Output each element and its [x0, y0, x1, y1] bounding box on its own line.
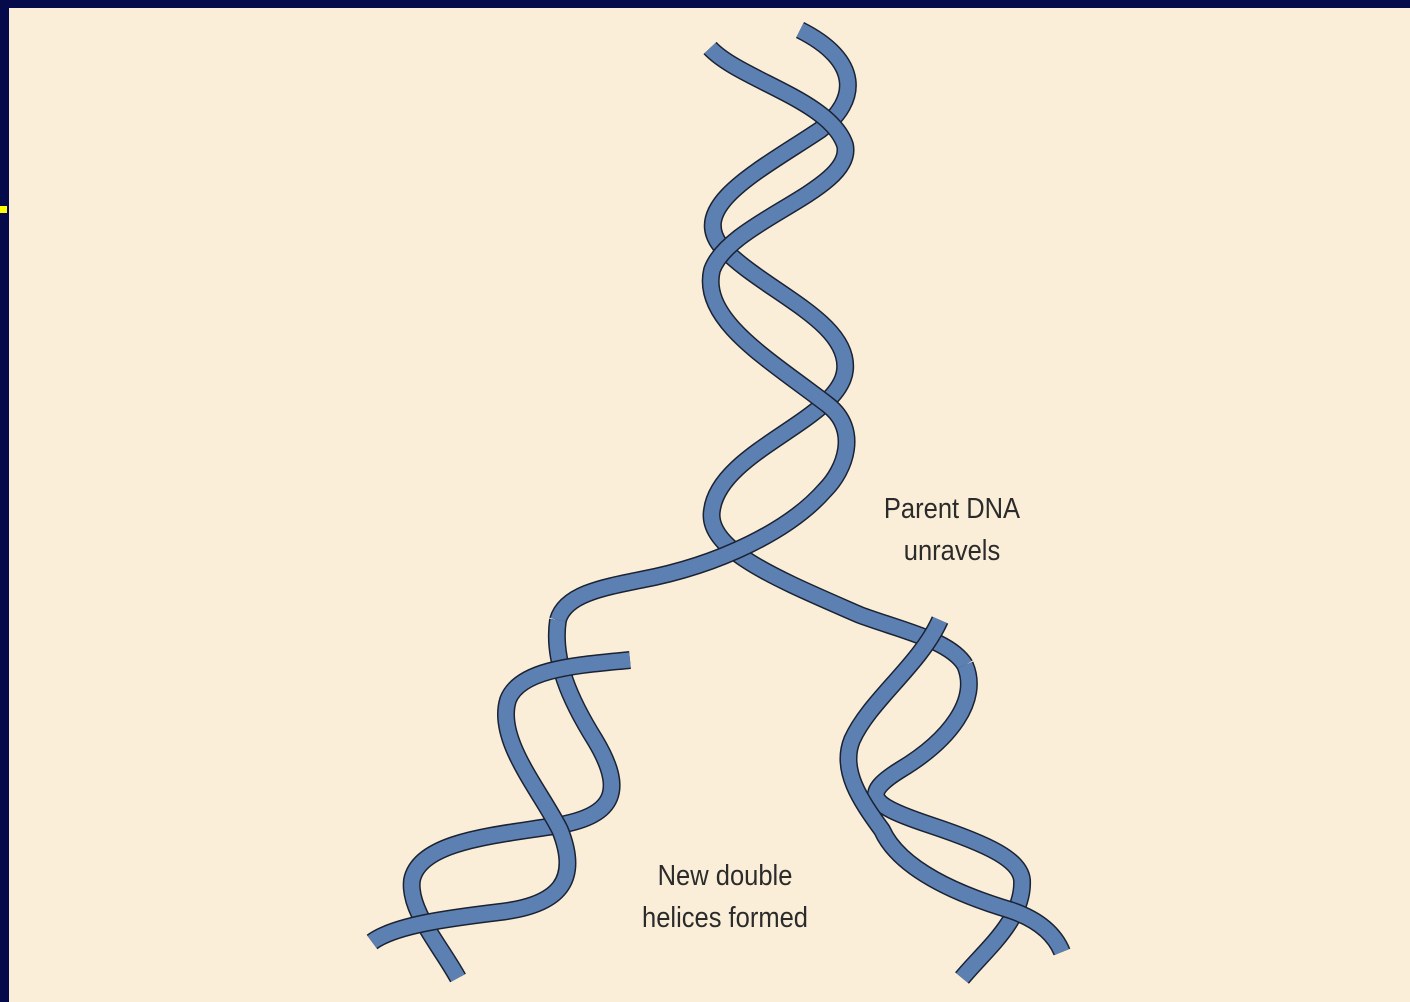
parent-label-line-1: Parent DNA — [873, 488, 1031, 530]
parent-dna-label: Parent DNA unravels — [873, 488, 1031, 572]
new-label-line-1: New double — [624, 855, 826, 897]
parent-label-line-2: unravels — [873, 530, 1031, 572]
new-label-line-2: helices formed — [624, 897, 826, 939]
new-helices-label: New double helices formed — [624, 855, 826, 939]
